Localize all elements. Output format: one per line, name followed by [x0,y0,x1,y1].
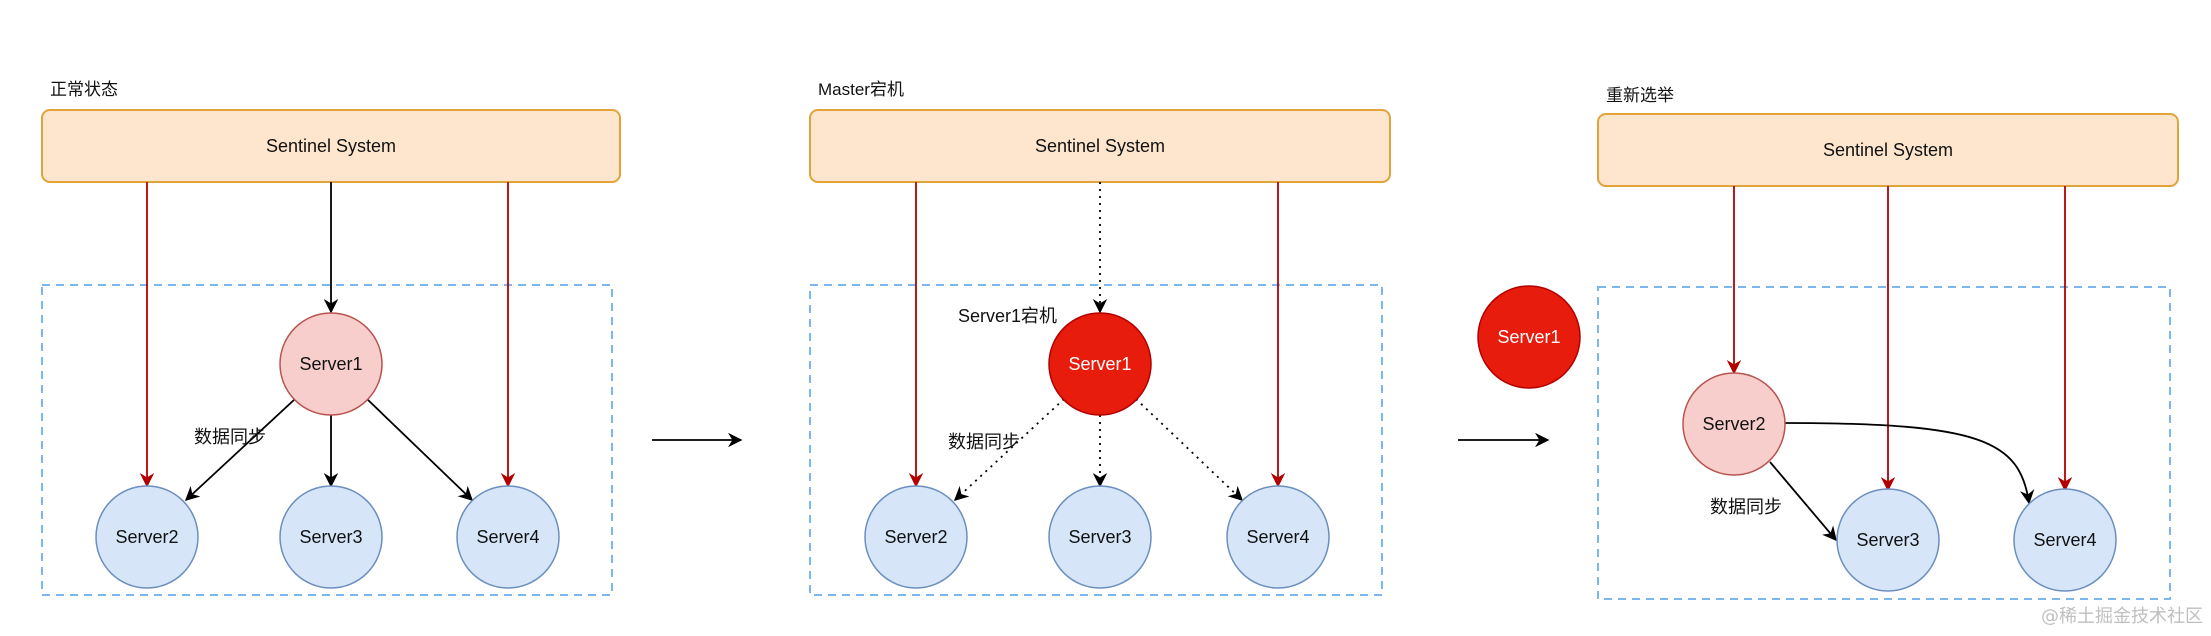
panel-title: Master宕机 [818,80,904,99]
sync-arrow-broken [1135,398,1244,501]
new-master-node [1682,372,1786,476]
replica-node-label: Server4 [2033,530,2096,550]
replica-node [1226,485,1330,589]
sync-arrow [1784,422,2035,505]
panel-title: 正常状态 [50,80,118,99]
replica-node [95,485,199,589]
sentinel-system-label: Sentinel System [1035,136,1165,156]
replica-node-label: Server4 [476,527,539,547]
replica-node-label: Server2 [115,527,178,547]
replica-node [456,485,560,589]
master-down-label: Server1宕机 [958,306,1057,326]
sentinel-system-label: Sentinel System [266,136,396,156]
replica-node [279,485,383,589]
replica-node [864,485,968,589]
sync-arrow [184,398,296,501]
sync-arrow [1769,461,1837,542]
replica-node-label: Server2 [884,527,947,547]
sentinel-system-label: Sentinel System [1823,140,1953,160]
server-group-border [809,284,1383,596]
sync-label: 数据同步 [948,432,1020,452]
sync-label: 数据同步 [194,427,266,447]
replica-node [2013,488,2117,592]
master-node [279,312,383,416]
replica-node [1836,488,1940,592]
panel-title: 重新选举 [1606,86,1674,105]
master-node-label: Server1 [299,354,362,374]
sync-label: 数据同步 [1710,497,1782,517]
replica-node [1048,485,1152,589]
offline-node-label: Server1 [1497,327,1560,347]
new-master-node-label: Server2 [1702,414,1765,434]
replica-node-label: Server3 [299,527,362,547]
master-node-label: Server1 [1068,354,1131,374]
server-group-border [41,284,613,596]
panel-reelection: 重新选举 Sentinel System Server2 数据同步 Server… [1597,86,2179,600]
panel-normal: 正常状态 Sentinel System Server1 数据同步 Server… [41,80,621,596]
watermark: @稀土掘金技术社区 [2041,606,2203,627]
offline-node [1477,285,1581,389]
panel-master-down: Master宕机 Sentinel System Server1宕机 Serve… [809,80,1391,596]
replica-node-label: Server4 [1246,527,1309,547]
sync-arrow [366,398,474,501]
server-group-border [1597,286,2171,600]
replica-node-label: Server3 [1856,530,1919,550]
master-node-down [1048,312,1152,416]
replica-node-label: Server3 [1068,527,1131,547]
